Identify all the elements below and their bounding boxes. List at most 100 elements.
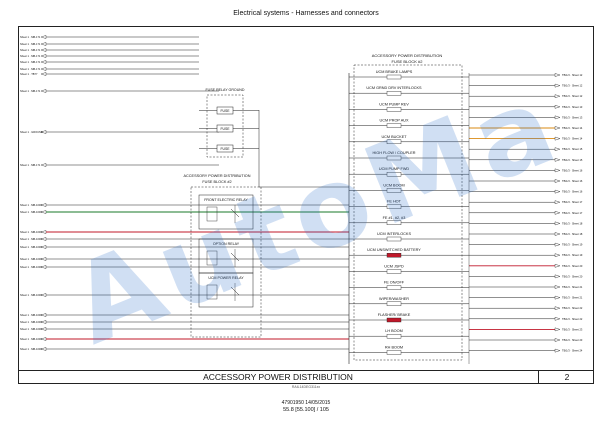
fuse-label: FUSE	[220, 127, 230, 131]
fuse-relay-ground-block	[206, 94, 244, 158]
right-connector-label: TB/1/3 · Sheet 21	[562, 296, 583, 300]
fuse-name-label: UCM PUMP FWD	[379, 167, 410, 171]
fuse-element	[386, 334, 402, 339]
right-connector-arrow	[554, 253, 561, 258]
fuse-block-1-title: ACCESSORY POWER DISTRIBUTION	[184, 174, 251, 178]
right-connector-label: TB/1/3 · Sheet 17	[562, 211, 583, 215]
right-connector-label: TB/1/3 · Sheet 22	[562, 317, 583, 321]
fuse-name-label: LH BOOM	[385, 329, 403, 333]
footer-title: ACCESSORY POWER DISTRIBUTION	[203, 372, 353, 382]
fuse-name-label: FLASHER/ BRAKE	[378, 313, 411, 317]
fuse-element	[386, 188, 402, 193]
right-connector-arrow	[554, 104, 561, 109]
right-connector-arrow	[554, 221, 561, 226]
left-connector-arrow	[40, 89, 47, 93]
right-connector-label: TB/1/3 · Sheet 16	[562, 168, 583, 172]
left-connector-label: Sheet 1 · MB-171	[20, 35, 41, 39]
right-connector-arrow	[554, 348, 561, 353]
fuse-name-label: UCM PROP AUX	[379, 119, 409, 123]
fuse-block-2-title: ACCESSORY POWER DISTRIBUTION	[372, 53, 443, 58]
right-connector-label: TB/1/3 · Sheet 18	[562, 232, 583, 236]
fuse-name-label: HIGH FLOW / COUPLER	[372, 151, 415, 155]
fuse-name-label: FE HOT	[387, 200, 402, 204]
right-connector-arrow	[554, 263, 561, 268]
fuse-name-label: UCM BOOM	[383, 183, 404, 187]
fuse-element	[386, 269, 402, 274]
fuse-element	[386, 204, 402, 209]
right-connector-arrow	[554, 73, 561, 77]
right-connector-label: TB/1/3 · Sheet 13	[562, 105, 583, 109]
fuse-element	[386, 317, 402, 323]
right-connector-label: TB/1/3 · Sheet 19	[562, 243, 583, 247]
fuse-name-label: FE #1, #2, #3	[383, 216, 406, 220]
right-connector-arrow	[554, 306, 561, 311]
right-connector-arrow	[554, 126, 561, 130]
relay-label: OPTION RELAY	[213, 242, 240, 246]
left-connector-label: Sheet 1 · MB-1000	[20, 237, 42, 241]
left-connector-label: Sheet 1 · MB-1000	[20, 230, 42, 234]
right-connector-label: TB/1/3 · Sheet 19	[562, 253, 583, 257]
fuse-block-1-subtitle: FUSE BLOCK #2	[202, 180, 231, 184]
footer-page-number: 2	[538, 370, 595, 384]
relay-coil	[206, 284, 218, 300]
right-connector-label: TB/1/3 · Sheet 24	[562, 349, 583, 353]
left-connector-label: Sheet 1 · MB-1000	[20, 320, 42, 324]
fuse-block-2	[353, 64, 463, 361]
fuse-element	[386, 252, 402, 258]
left-connector-arrow	[40, 48, 47, 52]
relay-box	[198, 194, 254, 230]
right-connector-label: TB/1/3 · Sheet 15	[562, 158, 583, 162]
right-connector-arrow	[554, 338, 561, 342]
fuse-element	[386, 236, 402, 242]
relay-coil	[206, 206, 218, 222]
left-connector-arrow	[40, 163, 47, 167]
fuse-name-label: UCM GRND DRV INTERLOCKS	[366, 86, 422, 90]
left-connector-label: Sheet 1 · MB-1000	[20, 293, 42, 297]
left-connector-label: Sheet 1 · GROUND	[20, 130, 43, 134]
fuse-element	[386, 74, 402, 80]
fuse-element	[386, 171, 402, 177]
right-connector-arrow	[554, 316, 561, 321]
left-connector-label: Sheet 1 · MB-1000	[20, 327, 42, 331]
right-connector-arrow	[554, 147, 561, 152]
footer-reference: RAIL14DEG311xx	[291, 385, 321, 389]
right-connector-label: TB/1/3 · Sheet 14	[562, 137, 583, 141]
fuse-name-label: UCM PUMP REV	[379, 102, 409, 106]
fuse-name-label: UCM BRAKE LAMPS	[376, 70, 413, 74]
relay-label: FRONT ELECTRIC RELAY	[204, 198, 248, 202]
right-connector-label: TB/1/3 · Sheet 15	[562, 147, 583, 151]
fuse-element	[386, 90, 402, 96]
left-connector-label: Sheet 1 · MB-1000	[20, 210, 42, 214]
left-connector-label: Sheet 1 · MB-1000	[20, 245, 42, 249]
fuse-element	[386, 123, 402, 128]
fuse-label: FUSE	[220, 109, 230, 113]
relay-box	[198, 272, 254, 308]
fuse-name-label: UCM JSPD	[384, 264, 404, 268]
right-connector-label: TB/1/3 · Sheet 12	[562, 73, 583, 77]
left-connector-label: Sheet 1 · MB-171	[20, 89, 41, 93]
left-connector-label: Sheet 1 · MB-1000	[20, 313, 42, 317]
fuse-block-2-subtitle: FUSE BLOCK #2	[392, 59, 424, 64]
fuse-element	[386, 155, 402, 161]
relay-coil	[206, 250, 218, 266]
right-connector-label: TB/1/3 · Sheet 21	[562, 285, 583, 289]
left-connector-label: Sheet 1 · TB77	[20, 72, 38, 76]
right-connector-arrow	[554, 295, 561, 300]
fuse-name-label: WIPER/WASHER	[379, 297, 409, 301]
fuse-element	[386, 220, 402, 226]
document-number: 47901950 14/05/2015	[281, 400, 331, 406]
fuse-element	[386, 301, 402, 306]
document-page: 55.8 [55.100] / 105	[283, 407, 329, 413]
right-connector-arrow	[554, 168, 561, 173]
right-connector-arrow	[554, 200, 561, 205]
right-connector-label: TB/1/3 · Sheet 23	[562, 338, 583, 342]
right-connector-label: TB/1/3 · Sheet 12	[562, 94, 583, 98]
left-connector-label: Sheet 1 · MB-171	[20, 48, 41, 52]
right-connector-arrow	[554, 115, 561, 120]
fuse-element	[386, 285, 402, 290]
right-connector-label: TB/1/3 · Sheet 12	[562, 84, 583, 88]
fuse-element	[386, 139, 402, 145]
page-header: Electrical systems - Harnesses and conne…	[233, 10, 379, 17]
right-connector-arrow	[554, 157, 561, 162]
